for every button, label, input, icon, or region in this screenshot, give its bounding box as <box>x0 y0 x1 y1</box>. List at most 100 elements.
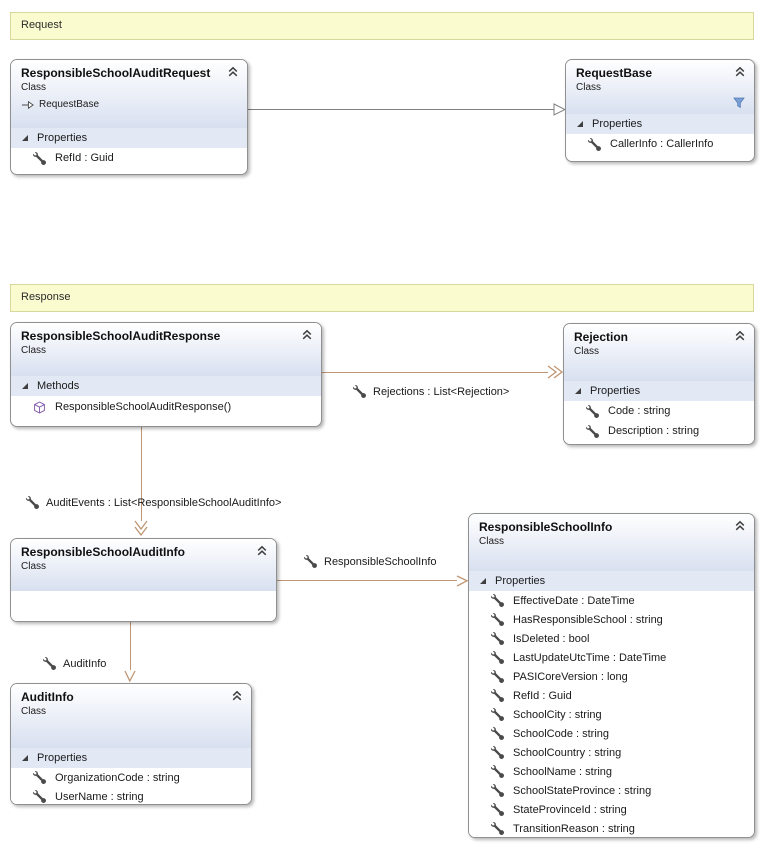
property-row[interactable]: LastUpdateUtcTime : DateTime <box>469 648 754 667</box>
class-node-responsible-school-info[interactable]: ResponsibleSchoolInfo Class Properties E… <box>468 513 755 838</box>
property-row[interactable]: SchoolCode : string <box>469 724 754 743</box>
property-row[interactable]: TransitionReason : string <box>469 819 754 837</box>
class-node-responsible-school-audit-info[interactable]: ResponsibleSchoolAuditInfo Class <box>10 538 277 622</box>
edge-label-audit-events[interactable]: AuditEvents : List<ResponsibleSchoolAudi… <box>26 496 281 509</box>
property-wrench-icon <box>491 803 504 816</box>
collapse-chevron-icon[interactable] <box>227 66 239 78</box>
property-text: CallerInfo : CallerInfo <box>610 138 714 150</box>
property-text: Description : string <box>608 425 700 437</box>
class-header: ResponsibleSchoolAuditInfo Class <box>11 539 276 591</box>
property-wrench-icon <box>491 784 504 797</box>
property-row[interactable]: IsDeleted : bool <box>469 629 754 648</box>
method-cube-icon <box>34 400 45 414</box>
class-kind: Class <box>479 536 505 547</box>
association-edge-audit-info[interactable] <box>130 622 131 670</box>
association-edge-audit-events[interactable] <box>141 427 142 521</box>
property-row[interactable]: Code : string <box>564 401 754 421</box>
collapse-chevron-icon[interactable] <box>734 330 746 342</box>
property-wrench-icon <box>586 424 599 438</box>
property-text: IsDeleted : bool <box>513 632 590 645</box>
class-kind: Class <box>21 561 47 572</box>
property-text: TransitionReason : string <box>513 822 635 835</box>
class-node-responsible-school-audit-response[interactable]: ResponsibleSchoolAuditResponse Class Met… <box>10 322 322 427</box>
property-text: SchoolCountry : string <box>513 746 622 759</box>
inherits-arrow-icon <box>21 100 34 109</box>
property-row[interactable]: StateProvinceId : string <box>469 800 754 819</box>
property-row[interactable]: SchoolCity : string <box>469 705 754 724</box>
property-wrench-icon <box>33 771 46 784</box>
expanded-triangle-icon <box>480 578 486 584</box>
property-row[interactable]: OrganizationCode : string <box>11 768 251 787</box>
class-node-request-base[interactable]: RequestBase Class Properties CallerInfo … <box>565 59 755 162</box>
property-row[interactable]: RefId : Guid <box>11 148 247 168</box>
class-node-audit-info[interactable]: AuditInfo Class Properties OrganizationC… <box>10 683 252 805</box>
inheritance-edge-requestbase[interactable] <box>248 109 554 110</box>
class-header: Rejection Class <box>564 324 754 381</box>
section-label: Methods <box>37 380 80 392</box>
property-text: Code : string <box>608 405 671 417</box>
property-row[interactable]: HasResponsibleSchool : string <box>469 610 754 629</box>
class-node-rejection[interactable]: Rejection Class Properties Code : string… <box>563 323 755 445</box>
property-row[interactable]: SchoolStateProvince : string <box>469 781 754 800</box>
edge-label-rejections[interactable]: Rejections : List<Rejection> <box>353 385 509 398</box>
property-row[interactable]: SchoolName : string <box>469 762 754 781</box>
property-wrench-icon <box>491 746 504 759</box>
expanded-triangle-icon <box>22 383 28 389</box>
collapse-chevron-icon[interactable] <box>256 545 268 557</box>
association-edge-rejections[interactable] <box>322 372 548 373</box>
edge-label-audit-info[interactable]: AuditInfo <box>43 657 106 670</box>
section-properties[interactable]: Properties <box>11 748 251 768</box>
property-row[interactable]: UserName : string <box>11 787 251 804</box>
association-edge-school-info[interactable] <box>277 580 457 581</box>
property-row[interactable]: EffectiveDate : DateTime <box>469 591 754 610</box>
expanded-triangle-icon <box>22 755 28 761</box>
class-title: RequestBase <box>576 66 653 80</box>
property-text: RefId : Guid <box>513 689 572 702</box>
property-text: LastUpdateUtcTime : DateTime <box>513 651 667 664</box>
comment-band-request[interactable]: Request <box>10 12 754 40</box>
property-text: SchoolCity : string <box>513 708 602 721</box>
property-row[interactable]: SchoolCountry : string <box>469 743 754 762</box>
section-properties[interactable]: Properties <box>564 381 754 401</box>
property-row[interactable]: Description : string <box>564 421 754 441</box>
collapse-chevron-icon[interactable] <box>734 520 746 532</box>
property-text: StateProvinceId : string <box>513 803 627 816</box>
collapse-chevron-icon[interactable] <box>231 690 243 702</box>
property-wrench-icon <box>26 496 39 509</box>
class-title: ResponsibleSchoolAuditResponse <box>21 329 221 343</box>
property-wrench-icon <box>491 708 504 721</box>
property-wrench-icon <box>33 790 46 803</box>
property-wrench-icon <box>304 555 317 568</box>
property-wrench-icon <box>43 657 56 670</box>
class-kind: Class <box>21 82 47 93</box>
property-wrench-icon <box>491 765 504 778</box>
property-text: RefId : Guid <box>55 152 114 164</box>
class-node-responsible-school-audit-request[interactable]: ResponsibleSchoolAuditRequest Class Requ… <box>10 59 248 175</box>
filter-icon[interactable] <box>733 97 745 109</box>
property-row[interactable]: CallerInfo : CallerInfo <box>566 134 754 154</box>
collapse-chevron-icon[interactable] <box>734 66 746 78</box>
property-wrench-icon <box>491 632 504 645</box>
collapse-chevron-icon[interactable] <box>301 329 313 341</box>
section-methods[interactable]: Methods <box>11 376 321 396</box>
property-row[interactable]: RefId : Guid <box>469 686 754 705</box>
edge-label-school-info[interactable]: ResponsibleSchoolInfo <box>304 555 437 568</box>
comment-band-response[interactable]: Response <box>10 284 754 312</box>
class-kind: Class <box>21 706 47 717</box>
class-title: Rejection <box>574 330 629 344</box>
section-label: Properties <box>590 385 641 397</box>
property-text: SchoolStateProvince : string <box>513 784 652 797</box>
property-row[interactable]: PASICoreVersion : long <box>469 667 754 686</box>
section-properties[interactable]: Properties <box>11 128 247 148</box>
section-properties[interactable]: Properties <box>469 571 754 591</box>
edge-label-text: ResponsibleSchoolInfo <box>324 555 437 568</box>
section-properties[interactable]: Properties <box>566 114 754 134</box>
class-header: ResponsibleSchoolInfo Class <box>469 514 754 571</box>
class-kind: Class <box>574 346 600 357</box>
class-header: RequestBase Class <box>566 60 754 114</box>
class-title: AuditInfo <box>21 690 74 704</box>
method-row[interactable]: ResponsibleSchoolAuditResponse() <box>11 396 321 418</box>
property-wrench-icon <box>588 137 601 151</box>
property-text: SchoolName : string <box>513 765 613 778</box>
